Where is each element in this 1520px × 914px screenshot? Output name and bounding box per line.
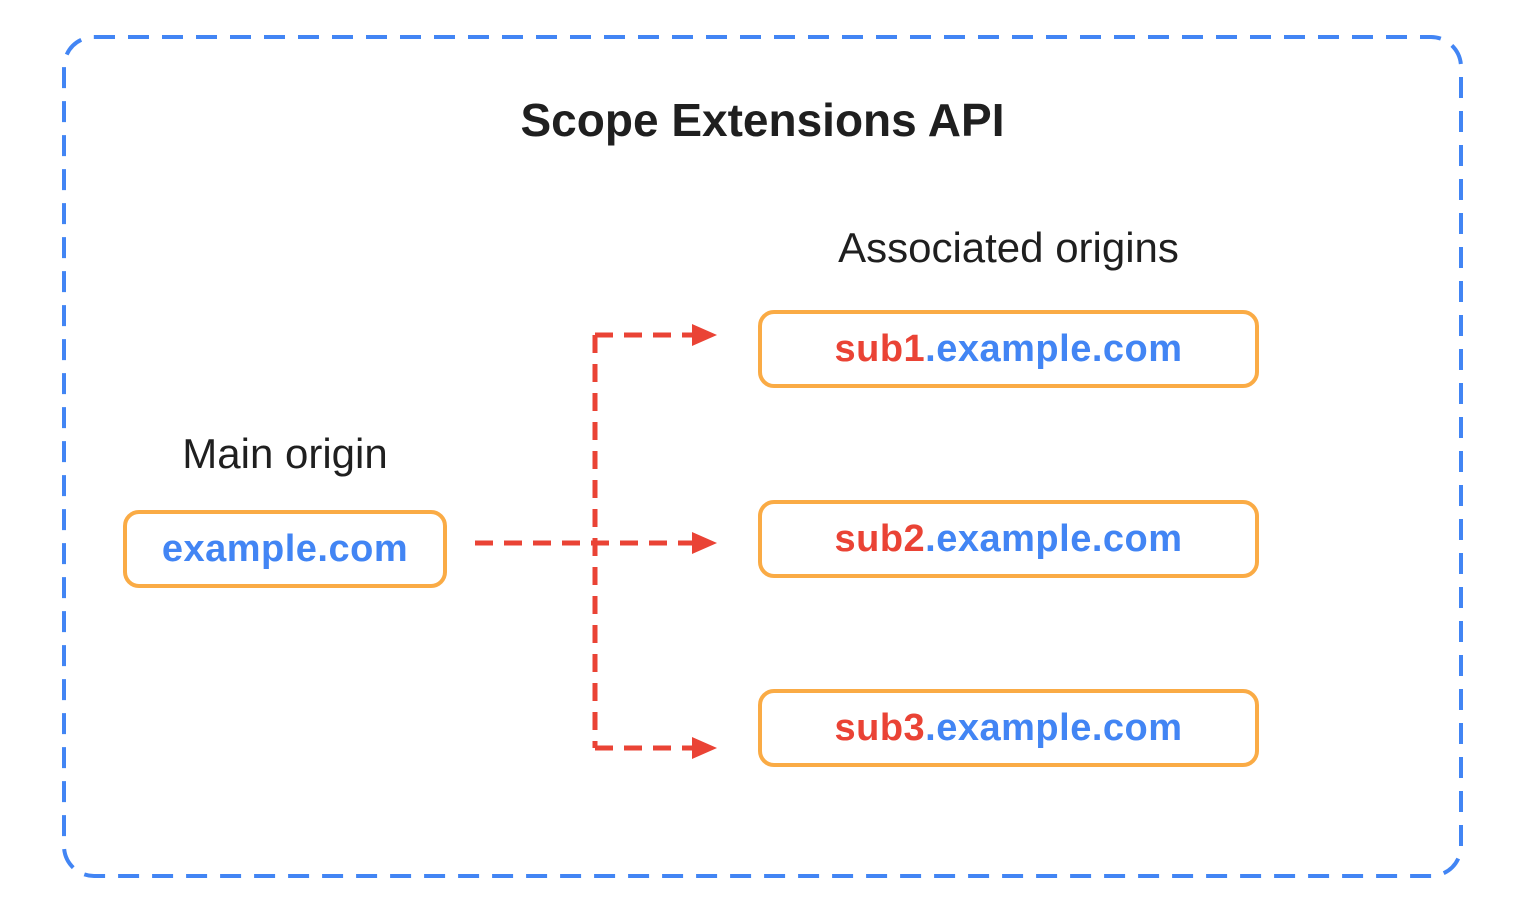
associated-origin-box-sub2: sub2.example.com	[758, 500, 1259, 578]
sub2-domain-prefix: sub2	[834, 517, 926, 560]
main-origin-domain: example.com	[161, 527, 409, 570]
arrowhead-sub1-icon	[692, 324, 717, 346]
sub3-domain: sub3.example.com	[834, 707, 1182, 750]
diagram-title: Scope Extensions API	[520, 94, 1005, 146]
sub1-domain-suffix: .example.com	[925, 327, 1183, 370]
associated-origin-box-sub3: sub3.example.com	[758, 689, 1259, 767]
arrowhead-sub3-icon	[692, 737, 717, 759]
sub2-domain: sub2.example.com	[834, 518, 1182, 561]
sub1-domain: sub1.example.com	[834, 328, 1182, 371]
sub1-domain-prefix: sub1	[834, 327, 926, 370]
arrowhead-sub2-icon	[692, 532, 717, 554]
sub3-domain-suffix: .example.com	[925, 706, 1183, 749]
sub3-domain-prefix: sub3	[834, 706, 926, 749]
sub2-domain-suffix: .example.com	[925, 517, 1183, 560]
associated-origins-label: Associated origins	[838, 224, 1179, 271]
outer-dashed-border	[62, 35, 1463, 878]
main-origin-label: Main origin	[182, 430, 388, 477]
main-origin-box: example.com	[123, 510, 447, 588]
associated-origin-box-sub1: sub1.example.com	[758, 310, 1259, 388]
